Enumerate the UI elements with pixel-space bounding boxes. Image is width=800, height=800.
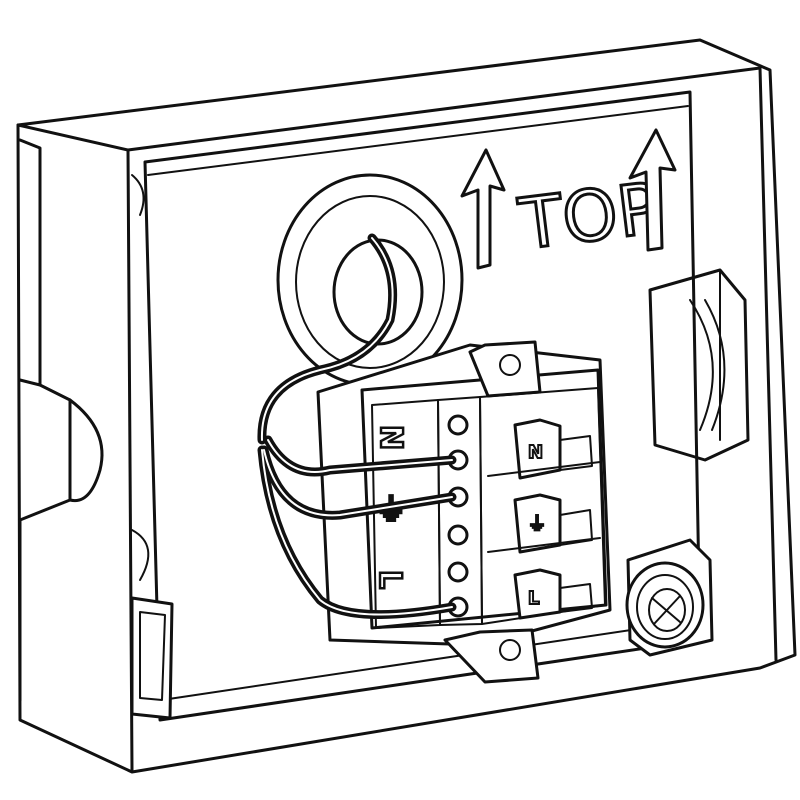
terminal-block: [316, 340, 612, 684]
screw-slot-icon: [651, 595, 681, 625]
connector-label-neutral: N: [528, 442, 543, 463]
connector-lever-labels: N ⏚ L: [527, 441, 547, 610]
orientation-marking: TOP: [460, 128, 677, 270]
fixing-screw: [625, 538, 714, 657]
orientation-label: TOP: [514, 167, 664, 266]
terminal-label-live: L: [372, 570, 407, 589]
connector-label-earth: ⏚: [528, 514, 546, 535]
cable-entry-hole: [276, 173, 464, 387]
arrow-up-left-icon: [460, 148, 506, 270]
arrow-up-right-icon: [628, 128, 677, 252]
connector-label-live: L: [528, 588, 539, 609]
cable-wires: [257, 233, 457, 620]
terminal-label-neutral: N: [373, 425, 408, 450]
